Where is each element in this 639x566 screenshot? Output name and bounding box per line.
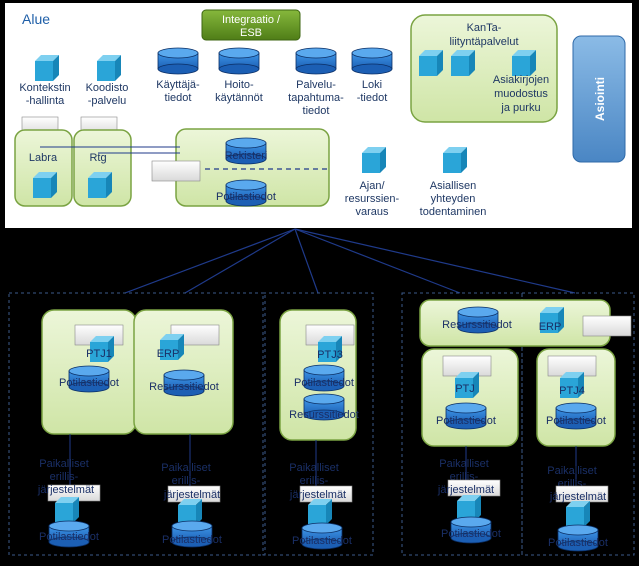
connector-lines [124, 228, 576, 294]
palvelu-label-2: tapahtuma- [288, 92, 344, 104]
erp-bar-interface-box [582, 315, 632, 337]
local-system-1: Paikalliset erillis- järjestelmät Potila… [37, 458, 101, 548]
esb-label-2: ESB [240, 27, 262, 39]
labra-label: Labra [29, 152, 58, 164]
asiakirjojen-label-1: Asiakirjojen [493, 74, 549, 86]
erp-label-1: ERP [157, 348, 180, 360]
local-label-2: erillis- [172, 475, 201, 487]
loki-label-1: Loki [362, 79, 382, 91]
koodisto-cube-icon [97, 55, 121, 81]
local-label-3: järjestelmät [437, 484, 494, 496]
rekisteri-interface-box [151, 160, 201, 182]
kanta-box [410, 14, 558, 123]
potilastiedot-label: Potilastiedot [216, 191, 276, 203]
kayttaja-label-2: tiedot [165, 92, 192, 104]
ptj4-label: PTJ4 [559, 385, 585, 397]
rekisteri-links [40, 146, 180, 154]
rtg-cube-icon [88, 172, 112, 198]
labra-box [14, 129, 73, 207]
system-frames [8, 292, 635, 556]
asiakirjojen-label-2: muodostus [494, 88, 548, 100]
kontekstin-label-2: -hallinta [26, 95, 65, 107]
ptj3-potilastiedot-label: Potilastiedot [294, 377, 354, 389]
ajan-cube-icon [362, 147, 386, 173]
ptj4-potilastiedot-label: Potilastiedot [546, 415, 606, 427]
labra-cube-icon [33, 172, 57, 198]
local-potilastiedot-label: Potilastiedot [39, 531, 99, 543]
ptj3-resurssitiedot-label: Resurssitiedot [289, 409, 359, 421]
ptj1-potilastiedot-label: Potilastiedot [59, 377, 119, 389]
kanta-cube-icon [419, 50, 443, 76]
kayttaja-cylinder-icon [157, 47, 199, 75]
local-system-3: Paikalliset erillis- järjestelmät Potila… [289, 462, 353, 550]
erp-bar-label: ERP [539, 321, 562, 333]
ajan-label-3: varaus [355, 206, 389, 218]
local-potilastiedot-label: Potilastiedot [292, 535, 352, 547]
local-label-1: Paikalliset [547, 465, 597, 477]
local-label-1: Paikalliset [289, 462, 339, 474]
asiakirja-cube-icon [512, 50, 536, 76]
local-system-4: Paikalliset erillis- järjestelmät Potila… [437, 458, 501, 544]
kontekstin-label-1: Kontekstin [19, 82, 70, 94]
ptj1-label: PTJ1 [86, 348, 112, 360]
esb-label-1: Integraatio / [222, 14, 281, 26]
local-label-2: erillis- [50, 471, 79, 483]
local-potilastiedot-label: Potilastiedot [162, 534, 222, 546]
local-system-2: Paikalliset erillis- järjestelmät Potila… [161, 462, 222, 548]
local-cube-icon [55, 497, 79, 523]
ptj-label: PTJ [455, 383, 475, 395]
asiallisen-label-1: Asiallisen [430, 180, 476, 192]
rekisteri-label: Rekisteri [225, 150, 268, 162]
asiallisen-label-3: todentaminen [420, 206, 487, 218]
ajan-label-2: resurssien- [345, 193, 400, 205]
kanta-cube-icon [451, 50, 475, 76]
local-label-2: erillis- [300, 475, 329, 487]
local-label-3: järjestelmät [163, 489, 220, 501]
asiointi-label: Asiointi [593, 77, 607, 121]
esb-box [201, 9, 301, 41]
local-cube-icon [566, 501, 590, 527]
kanta-label-2: liityntäpalvelut [449, 36, 518, 48]
local-potilastiedot-label: Potilastiedot [548, 537, 608, 549]
palvelu-cylinder-icon [295, 47, 337, 75]
koodisto-label-2: -palvelu [88, 95, 127, 107]
local-label-3: järjestelmät [289, 489, 346, 501]
local-label-3: järjestelmät [37, 484, 94, 496]
region-title: Alue [22, 11, 50, 27]
kanta-label-1: KanTa- [467, 22, 502, 34]
kayttaja-label-1: Käyttäjä- [156, 79, 200, 91]
local-potilastiedot-label: Potilastiedot [441, 528, 501, 540]
local-label-1: Paikalliset [161, 462, 211, 474]
palvelu-label-3: tiedot [303, 105, 330, 117]
kontekstin-cube-icon [35, 55, 59, 81]
erp-resurssitiedot-label: Resurssitiedot [149, 381, 219, 393]
local-label-1: Paikalliset [39, 458, 89, 470]
hoito-cylinder-icon [218, 47, 260, 75]
ajan-label-1: Ajan/ [359, 180, 385, 192]
palvelu-label-1: Palvelu- [296, 79, 336, 91]
loki-label-2: -tiedot [357, 92, 388, 104]
loki-cylinder-icon [351, 47, 393, 75]
koodisto-label-1: Koodisto [86, 82, 129, 94]
erp-bar-resurssitiedot-label: Resurssitiedot [442, 319, 512, 331]
hoito-label-1: Hoito- [224, 79, 254, 91]
asiointi-box [572, 35, 626, 163]
local-system-5: Paikalliset erillis- järjestelmät Potila… [547, 465, 609, 552]
asiallisen-cube-icon [443, 147, 467, 173]
asiakirjojen-label-3: ja purku [500, 102, 540, 114]
local-label-3: järjestelmät [549, 491, 606, 503]
local-label-1: Paikalliset [439, 458, 489, 470]
ptj-potilastiedot-label: Potilastiedot [436, 415, 496, 427]
ptj3-label: PTJ3 [317, 349, 343, 361]
hoito-label-2: käytännöt [215, 92, 263, 104]
asiallisen-label-2: yhteyden [431, 193, 476, 205]
local-cube-icon [308, 499, 332, 525]
rtg-label: Rtg [89, 152, 106, 164]
